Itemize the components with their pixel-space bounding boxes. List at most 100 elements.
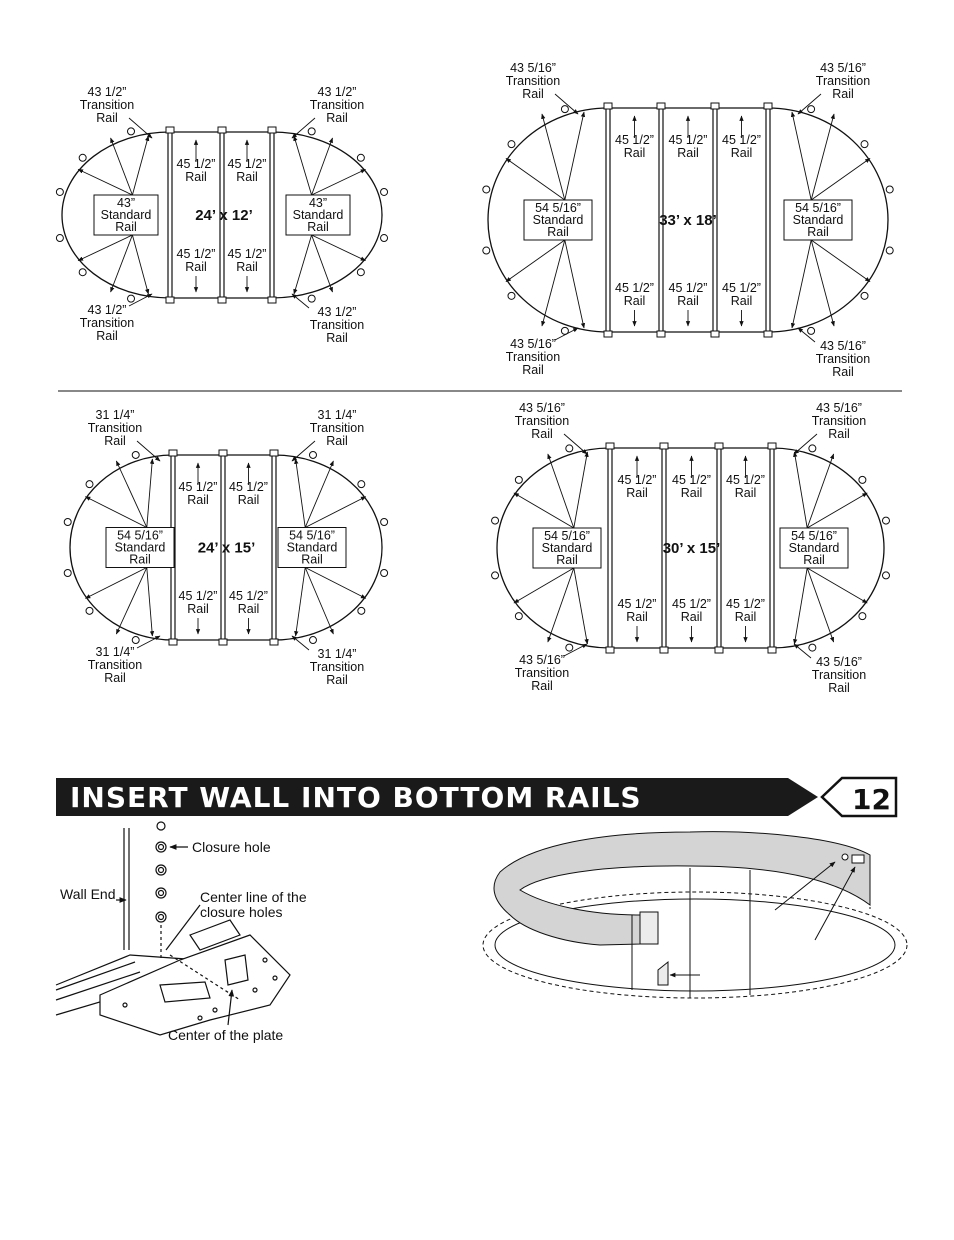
upright-base (356, 268, 365, 277)
center-rail-label-bottom: 45 1/2”Rail (229, 589, 268, 616)
upright-base (507, 291, 516, 300)
rail-plate (710, 330, 720, 338)
rail-arrow (806, 567, 835, 643)
upright-base (85, 480, 94, 489)
rail-plate (269, 638, 279, 646)
rail-arrow (793, 567, 808, 645)
upright-base (858, 475, 867, 484)
pool-outline (496, 447, 885, 649)
upright-base (491, 571, 500, 580)
upright-base (356, 153, 365, 162)
center-rail-label-top: 45 1/2”Rail (228, 157, 267, 184)
transition-arrow (554, 327, 579, 341)
pool-size-label: 33’ x 18’ (659, 212, 717, 229)
rail-arrow (304, 496, 367, 528)
rail-plate (267, 296, 277, 304)
upright-base (307, 294, 316, 303)
rail-arrow (573, 567, 589, 645)
rail-plate (714, 442, 724, 450)
transition-arrow (128, 117, 153, 139)
transition-arrow (797, 327, 816, 343)
rail-plate (217, 126, 227, 134)
upright-base (860, 140, 869, 149)
upright-base (482, 185, 491, 194)
center-rail-label-bottom: 45 1/2”Rail (228, 247, 267, 274)
rail-arrow (293, 135, 313, 196)
center-rail-label-top: 45 1/2”Rail (669, 133, 708, 160)
upright-base (514, 612, 523, 621)
upright-base (514, 475, 523, 484)
step-number: 12 (852, 783, 891, 816)
rail-arrow (541, 239, 566, 327)
step-banner: INSERT WALL INTO BOTTOM RAILS 12 (56, 776, 898, 818)
center-rail-label-bottom: 45 1/2”Rail (726, 597, 765, 624)
rail-arrow (311, 137, 333, 196)
rail-arrow (115, 567, 148, 635)
rail-plate (603, 330, 613, 338)
rail-arrow (304, 460, 334, 528)
standard-rail-box (783, 199, 853, 241)
rail-arrow (77, 168, 133, 196)
banner-bar (56, 778, 818, 816)
transition-arrow (554, 93, 579, 115)
upright-base (127, 127, 136, 136)
center-rail-label-bottom: 45 1/2”Rail (669, 281, 708, 308)
transition-arrow (136, 440, 161, 462)
wall-install-illustration (482, 831, 908, 999)
rail-plate (710, 102, 720, 110)
rail-arrow (790, 239, 812, 329)
rail-arrow (146, 567, 155, 637)
upright-base (858, 612, 867, 621)
rail-arrow (294, 567, 306, 637)
transition-arrow (793, 433, 818, 455)
rail-arrow (131, 234, 150, 295)
rail-arrow (110, 234, 133, 293)
rail-arrow (547, 567, 575, 643)
rail-arrow (790, 111, 812, 201)
upright-base (55, 234, 64, 243)
upright-base (78, 153, 87, 162)
rail-plate (767, 442, 777, 450)
transition-arrow (797, 93, 822, 115)
transition-arrow (128, 293, 153, 307)
rail-plate (165, 296, 175, 304)
rail-arrow (311, 168, 366, 196)
upright-base (380, 234, 389, 243)
rail-arrow (547, 453, 575, 529)
upright-base (131, 636, 140, 645)
rail-plate (218, 638, 228, 646)
center-rail-label-bottom: 45 1/2”Rail (179, 589, 218, 616)
transition-arrow (563, 643, 588, 657)
rail-arrow (294, 458, 306, 528)
center-rail-label-bottom: 45 1/2”Rail (615, 281, 654, 308)
rail-arrow (810, 239, 835, 327)
rail-arrow (810, 113, 835, 201)
upright-base (807, 105, 816, 114)
rail-plate (165, 126, 175, 134)
center-rail-label-bottom: 45 1/2”Rail (722, 281, 761, 308)
rail-plate (659, 442, 669, 450)
transition-arrow (291, 635, 310, 651)
upright-base (808, 444, 817, 453)
rail-arrow (793, 451, 808, 529)
standard-rail-box (105, 527, 175, 568)
rail-plate (168, 449, 178, 457)
rail-arrow (806, 453, 835, 529)
standard-rail-box (523, 199, 593, 241)
